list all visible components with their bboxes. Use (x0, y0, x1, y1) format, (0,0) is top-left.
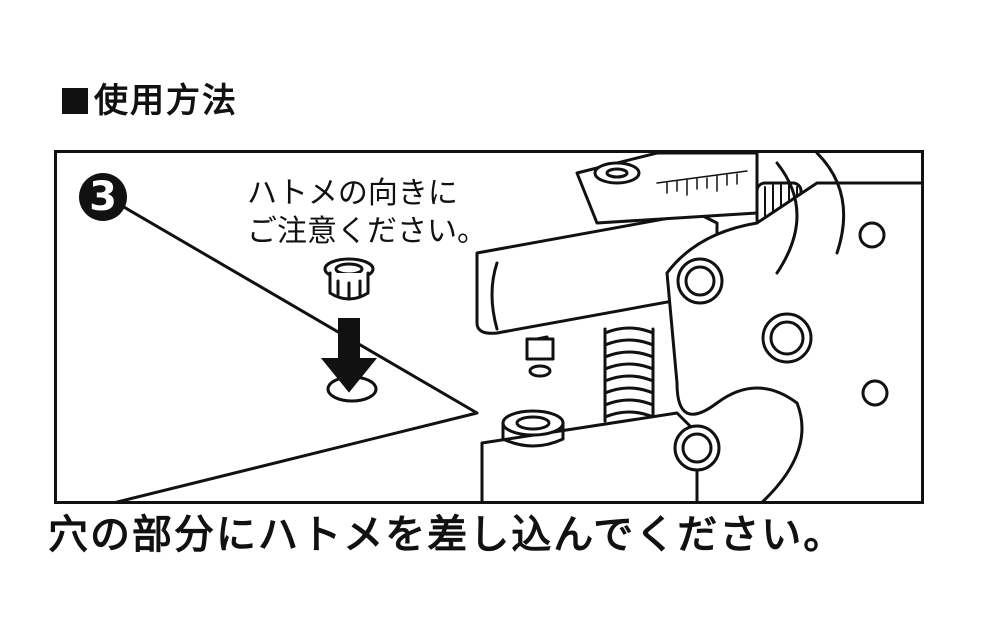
square-bullet-icon (62, 88, 88, 114)
note-line-1: ハトメの向きに (247, 176, 458, 211)
insert-arrow-icon (320, 318, 378, 393)
spring (603, 326, 655, 423)
grommet-icon (323, 257, 375, 301)
orientation-note: ハトメの向きに ご注意ください。 (247, 175, 487, 251)
step-badge: 3 (79, 173, 127, 221)
heading-text: 使用方法 (94, 81, 238, 121)
punch-tool-illustration (115, 153, 921, 501)
section-heading: 使用方法 (62, 84, 238, 118)
anvil-die (501, 409, 565, 437)
step-number: 3 (89, 174, 117, 220)
material-sheet-outline (115, 201, 479, 501)
note-line-2: ご注意ください。 (247, 214, 487, 249)
instruction-caption: 穴の部分にハトメを差し込んでください。 (48, 512, 846, 558)
illustration-panel: 3 ハトメの向きに ご注意ください。 (54, 150, 924, 504)
